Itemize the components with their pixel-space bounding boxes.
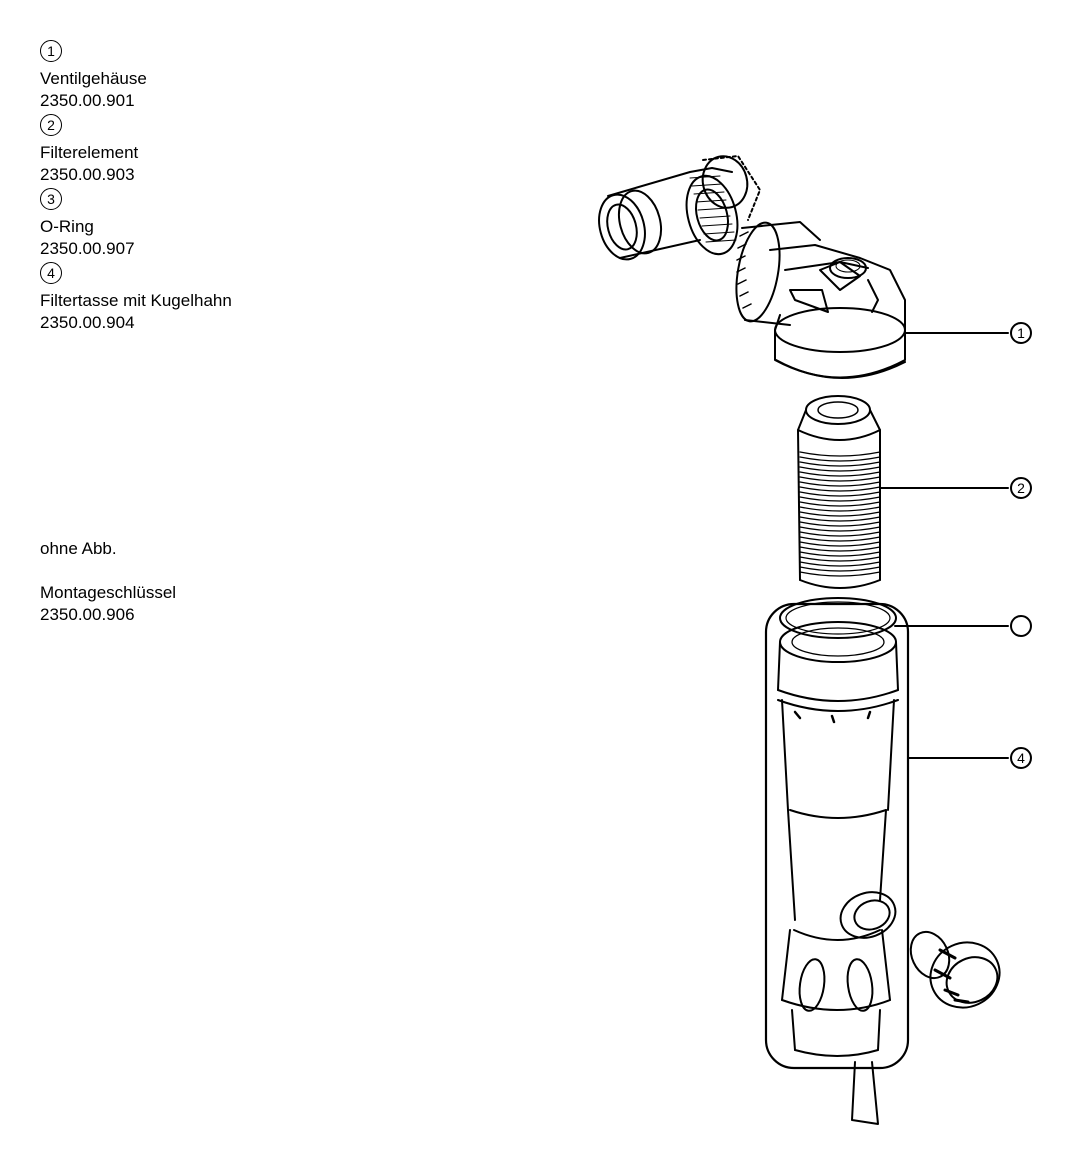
filter-rib xyxy=(799,501,881,507)
filter-rib xyxy=(799,451,881,457)
filter-rib xyxy=(799,506,881,512)
filter-ribs xyxy=(799,451,881,577)
legend-name-2: Filterelement xyxy=(40,143,139,162)
filter-rib xyxy=(799,461,881,467)
legend-item-1: 1 Ventilgehäuse 2350.00.901 xyxy=(40,40,360,112)
legend-name-1: Ventilgehäuse xyxy=(40,69,147,88)
filter-rib xyxy=(799,516,881,522)
legend-number-1: 1 xyxy=(40,40,62,62)
parts-legend: 1 Ventilgehäuse 2350.00.901 2 Filterelem… xyxy=(40,40,360,336)
filter-rib xyxy=(799,511,881,517)
filter-rib xyxy=(799,541,881,547)
filter-element-icon xyxy=(797,395,881,589)
filter-rib xyxy=(799,571,881,577)
filter-rib xyxy=(799,531,881,537)
ball-valve-knob-icon xyxy=(909,930,1001,1009)
legend-number-2: 2 xyxy=(40,114,62,136)
pipe-connector-icon xyxy=(598,155,761,261)
callout-number-2: 2 xyxy=(1017,480,1025,496)
filter-rib xyxy=(799,536,881,542)
callout-2: 2 xyxy=(1010,477,1032,499)
filter-rib xyxy=(799,496,881,502)
filter-rib xyxy=(799,546,881,552)
legend-part-3: 2350.00.907 xyxy=(40,239,135,258)
callout-3 xyxy=(1010,615,1032,637)
valve-housing-icon xyxy=(735,221,906,379)
legend-part-4: 2350.00.904 xyxy=(40,313,135,332)
legend-item-3: 3 O-Ring 2350.00.907 xyxy=(40,188,360,260)
legend-part-1: 2350.00.901 xyxy=(40,91,135,110)
callout-4: 4 xyxy=(1010,747,1032,769)
filter-rib xyxy=(799,556,881,562)
legend-name-4: Filtertasse mit Kugelhahn xyxy=(40,291,232,310)
filter-rib xyxy=(799,491,881,497)
note-part: 2350.00.906 xyxy=(40,605,135,624)
note-label: ohne Abb. xyxy=(40,539,117,558)
filter-rib xyxy=(799,471,881,477)
callout-number-4: 4 xyxy=(1017,750,1025,766)
not-shown-note: ohne Abb. Montageschlüssel 2350.00.906 xyxy=(40,538,360,626)
filter-rib xyxy=(799,561,881,567)
legend-part-2: 2350.00.903 xyxy=(40,165,135,184)
filter-rib xyxy=(799,456,881,462)
filter-rib xyxy=(799,481,881,487)
o-ring-icon xyxy=(779,597,897,639)
legend-number-3: 3 xyxy=(40,188,62,210)
filter-rib xyxy=(799,551,881,557)
filter-rib xyxy=(799,486,881,492)
legend-number-4: 4 xyxy=(40,262,62,284)
legend-item-2: 2 Filterelement 2350.00.903 xyxy=(40,114,360,186)
filter-rib xyxy=(799,521,881,527)
callout-number-1: 1 xyxy=(1017,325,1025,341)
legend-item-4: 4 Filtertasse mit Kugelhahn 2350.00.904 xyxy=(40,262,360,334)
legend-name-3: O-Ring xyxy=(40,217,94,236)
callout-1: 1 xyxy=(1010,322,1032,344)
filter-rib xyxy=(799,476,881,482)
filter-rib xyxy=(799,466,881,472)
filter-bowl-icon xyxy=(764,602,910,1125)
note-name: Montageschlüssel xyxy=(40,583,177,602)
filter-rib xyxy=(799,526,881,532)
filter-rib xyxy=(799,566,881,572)
